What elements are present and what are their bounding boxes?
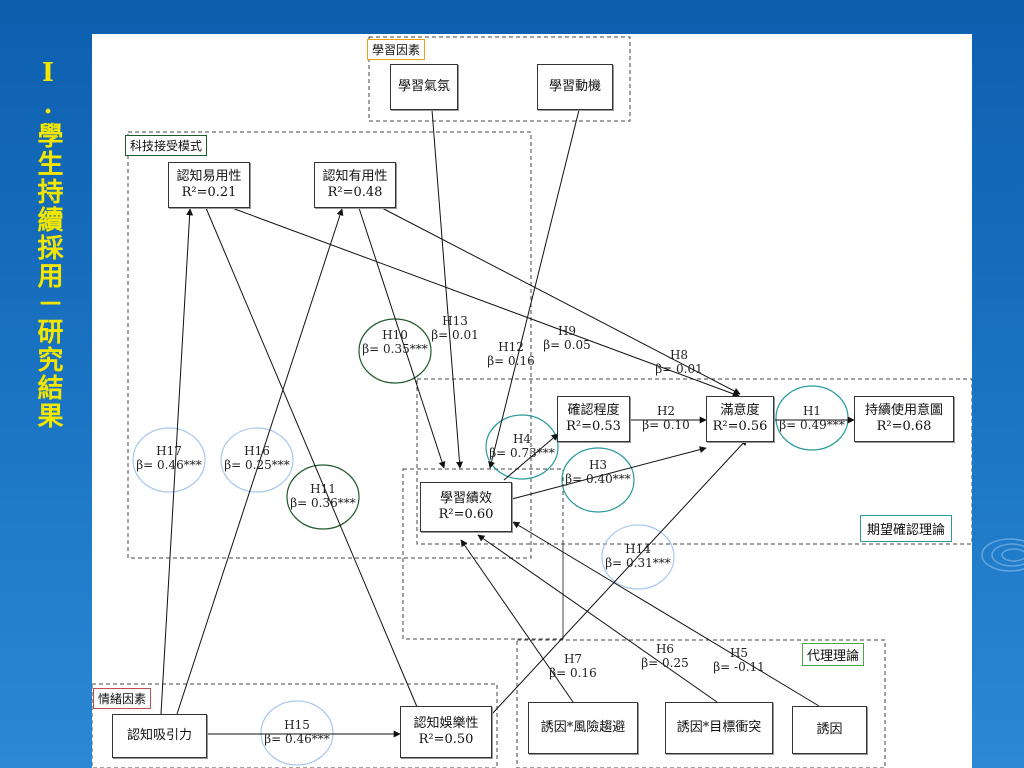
h17-circle [132,427,206,493]
group-box-ect [416,378,972,545]
group-label-ect: 期望確認理論 [860,515,953,542]
diagram-canvas: 學習因素 科技接受模式 情緒因素 期望確認理論 代理理論 學習氣氛 學習動機 認… [92,34,972,768]
diagram-lines [92,36,972,768]
node-label: 認知有用性 [322,169,388,184]
path-attraction-pu [176,208,344,715]
node-r2: R²=0.56 [712,419,768,434]
group-box-tam [127,131,532,559]
path-motivation-performance [488,109,580,469]
group-box-agency [516,639,886,768]
node-label: 認知易用性 [176,169,242,184]
node-label: 學習績效 [439,491,492,506]
path-attraction-peou [160,208,194,715]
group-label-learning-factors: 學習因素 [367,39,426,60]
node-goal-conflict: 誘因*目標衝突 [665,702,773,754]
node-peou: 認知易用性 R²=0.21 [168,162,250,208]
path-entertainment-satisfaction [491,438,748,715]
path-risk-performance [460,539,574,703]
node-label: 誘因 [816,722,843,737]
node-label: 確認程度 [567,403,620,418]
node-attraction: 認知吸引力 [112,714,207,758]
node-label: 認知娛樂性 [413,716,479,731]
path-pu-performance [358,207,446,469]
node-motivation: 學習動機 [537,64,613,110]
node-r2: R²=0.68 [876,419,932,434]
node-pu: 認知有用性 R²=0.48 [314,162,396,208]
slide-title: I.學生持續採用－研究結果 [33,58,63,430]
h14-circle [601,524,675,590]
path-performance-confirmation [503,433,559,481]
node-confirmation: 確認程度 R²=0.53 [557,396,630,442]
node-label: 學習氣氛 [397,79,450,94]
node-entertainment: 認知娛樂性 R²=0.50 [400,706,492,758]
node-label: 誘因*目標衝突 [676,720,762,735]
node-r2: R²=0.21 [181,185,237,200]
node-label: 認知吸引力 [126,728,192,743]
node-r2: R²=0.53 [566,419,621,434]
path-goal-performance [477,534,718,703]
group-label-tam: 科技接受模式 [125,135,208,156]
group-label-agency: 代理理論 [802,643,865,666]
swirl-decoration [981,538,1024,572]
path-atmosphere-performance [431,109,463,469]
node-performance: 學習績效 R²=0.60 [420,482,512,532]
node-r2: R²=0.48 [327,185,383,200]
path-peou-satisfaction [231,207,740,398]
path-peou-entertainment [205,207,421,715]
node-label: 學習動機 [548,79,601,94]
node-risk: 誘因*風險趨避 [528,702,638,754]
path-pu-satisfaction [381,207,741,395]
group-box-learning-factors [368,36,631,122]
node-r2: R²=0.50 [418,732,474,747]
h4-circle [485,414,559,480]
path-performance-satisfaction [511,446,707,500]
h16-circle [220,427,294,493]
node-incentive: 誘因 [792,706,867,754]
node-intention: 持續使用意圖 R²=0.68 [854,396,954,442]
node-atmosphere: 學習氣氛 [390,64,458,110]
group-label-emotion: 情緒因素 [93,688,152,709]
h11-circle [286,464,360,530]
h15-circle [260,700,334,766]
h3-circle [561,447,635,513]
node-satisfaction: 滿意度 R²=0.56 [706,396,774,442]
path-incentive-performance [512,521,820,707]
node-label: 滿意度 [720,403,760,418]
node-r2: R²=0.60 [438,507,494,522]
node-label: 誘因*風險趨避 [540,720,626,735]
node-label: 持續使用意圖 [864,403,943,418]
